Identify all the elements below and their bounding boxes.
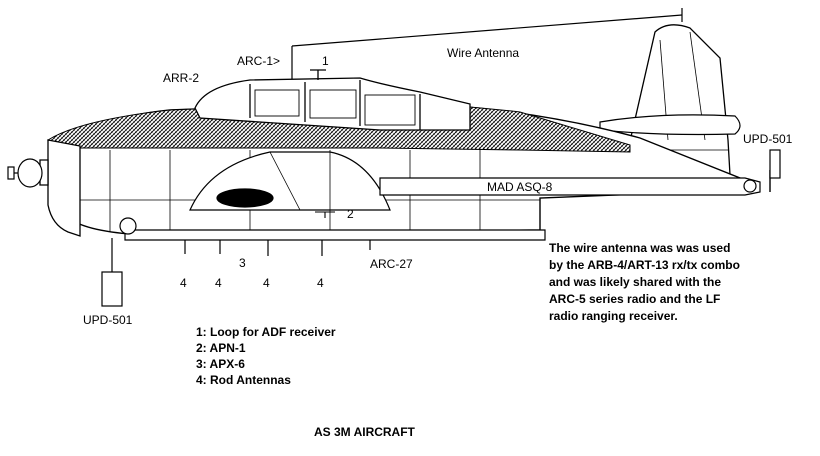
legend-item: 3: APX-6 <box>196 357 245 371</box>
legend-item: 1: Loop for ADF receiver <box>196 325 336 339</box>
rod-antenna-number: 4 <box>215 276 222 290</box>
wire-antenna-label: Wire Antenna <box>447 46 520 60</box>
upd501-tail-label: UPD-501 <box>743 132 793 146</box>
arc1-label: ARC-1> <box>237 54 281 68</box>
rod-antenna-number: 4 <box>263 276 270 290</box>
upd501-front-label: UPD-501 <box>83 313 133 327</box>
note-line: The wire antenna was was used <box>549 241 731 255</box>
antenna-rail <box>119 217 546 241</box>
upd501-front-antenna <box>101 238 123 307</box>
arc27-label: ARC-27 <box>370 257 413 271</box>
apn1-number: 2 <box>347 207 354 221</box>
note-line: ARC-5 series radio and the LF <box>549 292 721 306</box>
note-line: by the ARB-4/ART-13 rx/tx combo <box>549 258 740 272</box>
mad-label: MAD ASQ-8 <box>487 180 553 194</box>
rod-antenna-number: 4 <box>317 276 324 290</box>
apn1-marker <box>315 211 335 218</box>
horizontal-stabilizer <box>599 114 741 136</box>
canopy <box>194 69 471 131</box>
note-line: radio ranging receiver. <box>549 309 678 323</box>
wire-antenna-note: The wire antenna was was used by the ARB… <box>549 240 811 325</box>
tail-fin <box>627 24 731 176</box>
rod-antenna-number: 4 <box>180 276 187 290</box>
diagram-caption: AS 3M AIRCRAFT <box>314 425 415 439</box>
legend: 1: Loop for ADF receiver 2: APN-1 3: APX… <box>196 324 336 388</box>
loop-1-label: 1 <box>322 54 329 68</box>
rod-antennas <box>184 240 371 256</box>
engine-cowling <box>39 139 81 237</box>
legend-item: 4: Rod Antennas <box>196 373 291 387</box>
legend-item: 2: APN-1 <box>196 341 246 355</box>
arr2-label: ARR-2 <box>163 71 200 85</box>
propeller-spinner <box>7 158 43 188</box>
apx6-number: 3 <box>239 256 246 270</box>
belly-radome <box>189 151 391 211</box>
upd501-tail-antenna <box>769 149 781 179</box>
note-line: and was likely shared with the <box>549 275 722 289</box>
